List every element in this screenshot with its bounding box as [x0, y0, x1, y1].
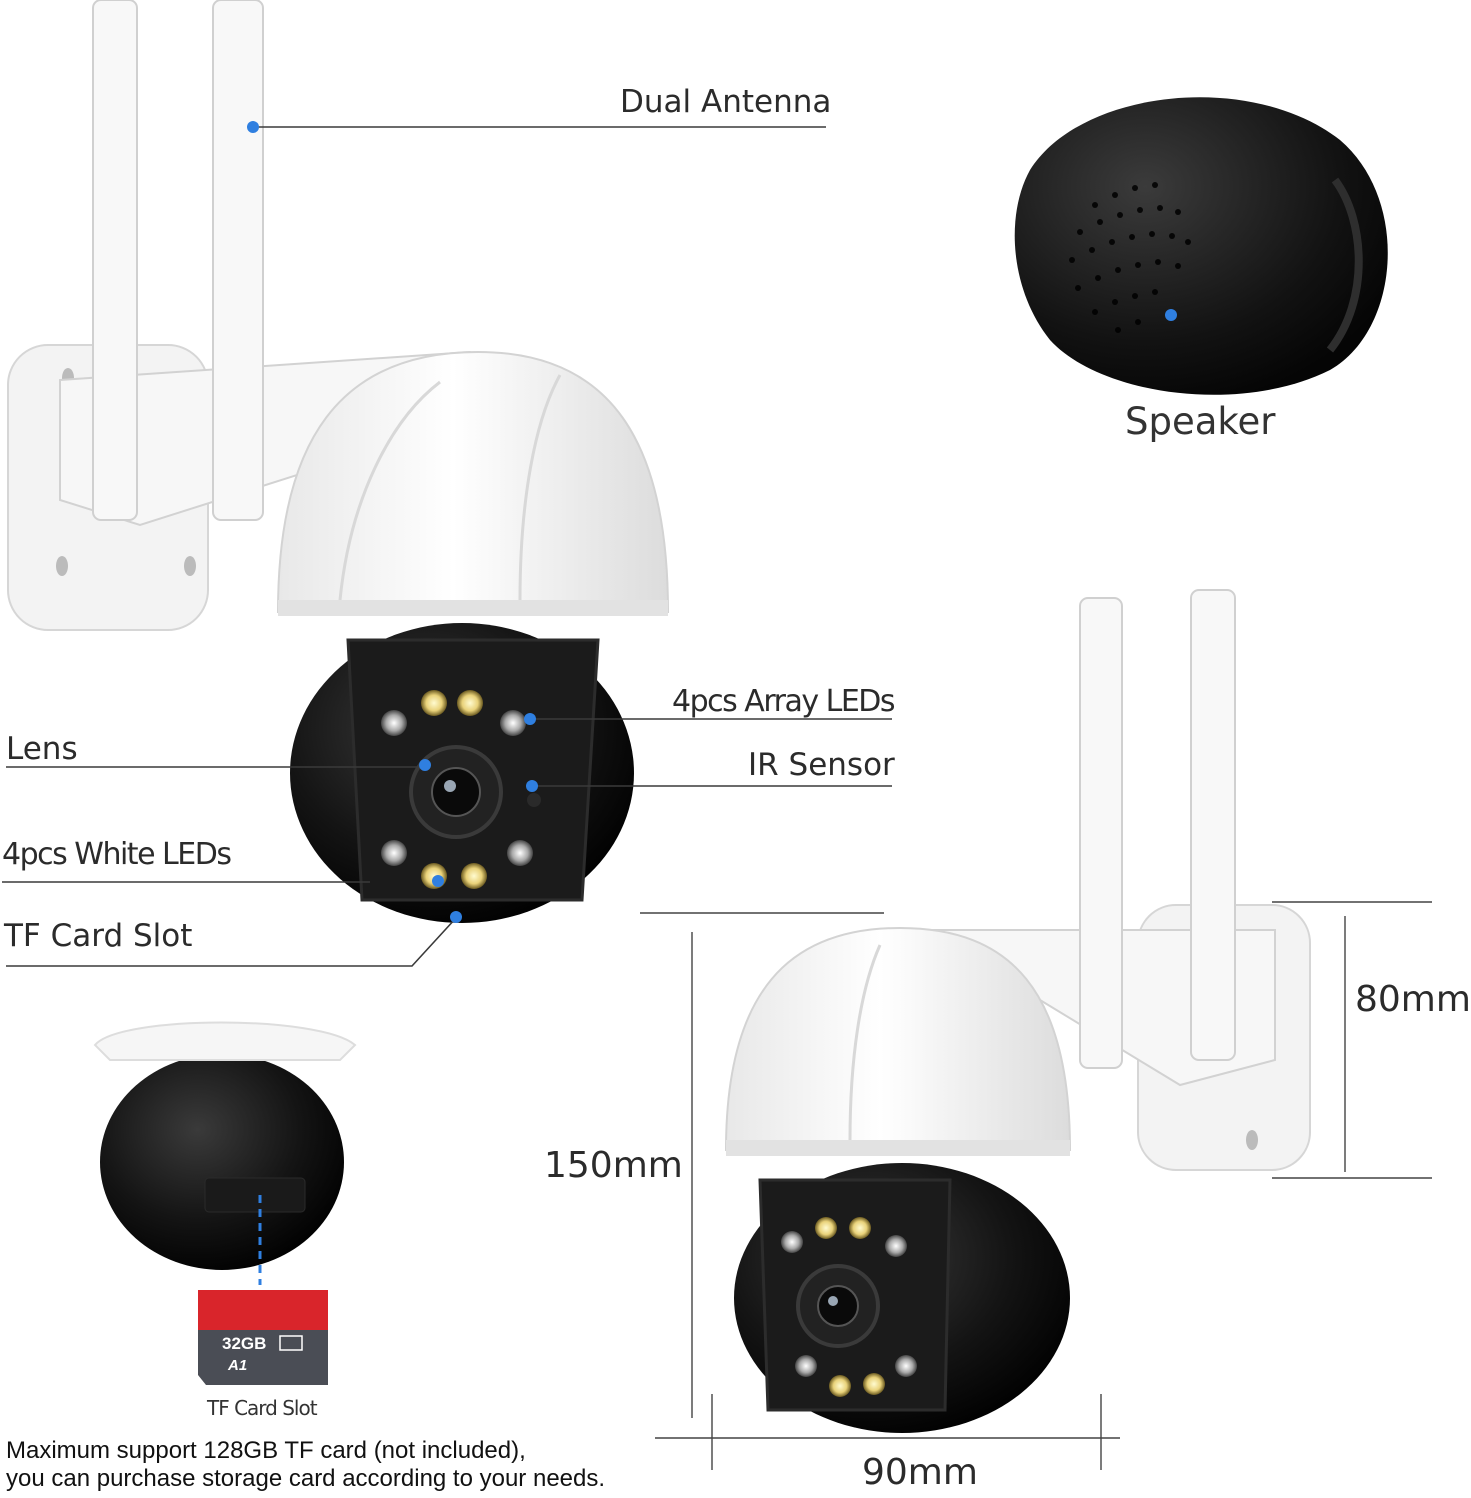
label-lens: Lens [6, 731, 78, 767]
speaker-closeup [1014, 97, 1388, 395]
label-white-leds: 4pcs White LEDs [2, 837, 232, 872]
marker-dots [247, 121, 1177, 923]
dimension-camera [724, 589, 1311, 1433]
label-tf-card-slot: TF Card Slot [4, 918, 193, 954]
sd-card-class: A1 [228, 1357, 248, 1374]
antenna-right [212, 0, 264, 521]
dimension-80mm: 80mm [1355, 979, 1471, 1020]
label-tf-card-slot-small: TF Card Slot [207, 1396, 318, 1420]
callout-lines [2, 126, 892, 967]
note-line-2: you can purchase storage card according … [6, 1465, 606, 1492]
dimension-lines [640, 901, 1432, 1470]
dimension-150mm: 150mm [544, 1145, 683, 1186]
tf-slot-camera [93, 1021, 357, 1385]
label-speaker: Speaker [1125, 400, 1276, 443]
dimension-90mm: 90mm [862, 1452, 978, 1493]
antenna-left [92, 0, 138, 521]
camera-dome [276, 350, 670, 613]
label-ir-sensor: IR Sensor [748, 747, 895, 783]
sd-card-capacity: 32GB [222, 1334, 267, 1353]
note-line-1: Maximum support 128GB TF card (not inclu… [6, 1437, 526, 1464]
main-camera [7, 0, 670, 923]
label-array-leds: 4pcs Array LEDs [672, 684, 896, 719]
label-dual-antenna: Dual Antenna [620, 84, 832, 120]
